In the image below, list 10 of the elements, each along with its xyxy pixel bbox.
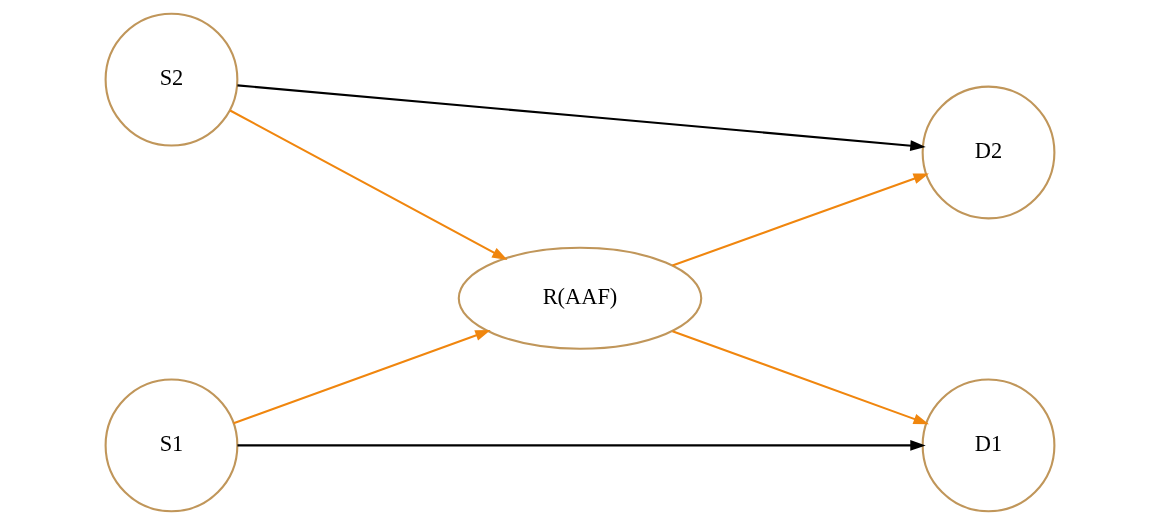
arrow — [236, 84, 926, 151]
node-circle: S1 — [104, 378, 238, 513]
arrow — [671, 330, 929, 425]
arrow — [236, 440, 926, 451]
node-circle: S2 — [104, 12, 238, 147]
arrow — [671, 173, 929, 267]
node-circle: D1 — [921, 378, 1055, 513]
node-circle: D2 — [921, 85, 1055, 220]
arrow — [232, 330, 491, 425]
arrow — [229, 109, 508, 260]
